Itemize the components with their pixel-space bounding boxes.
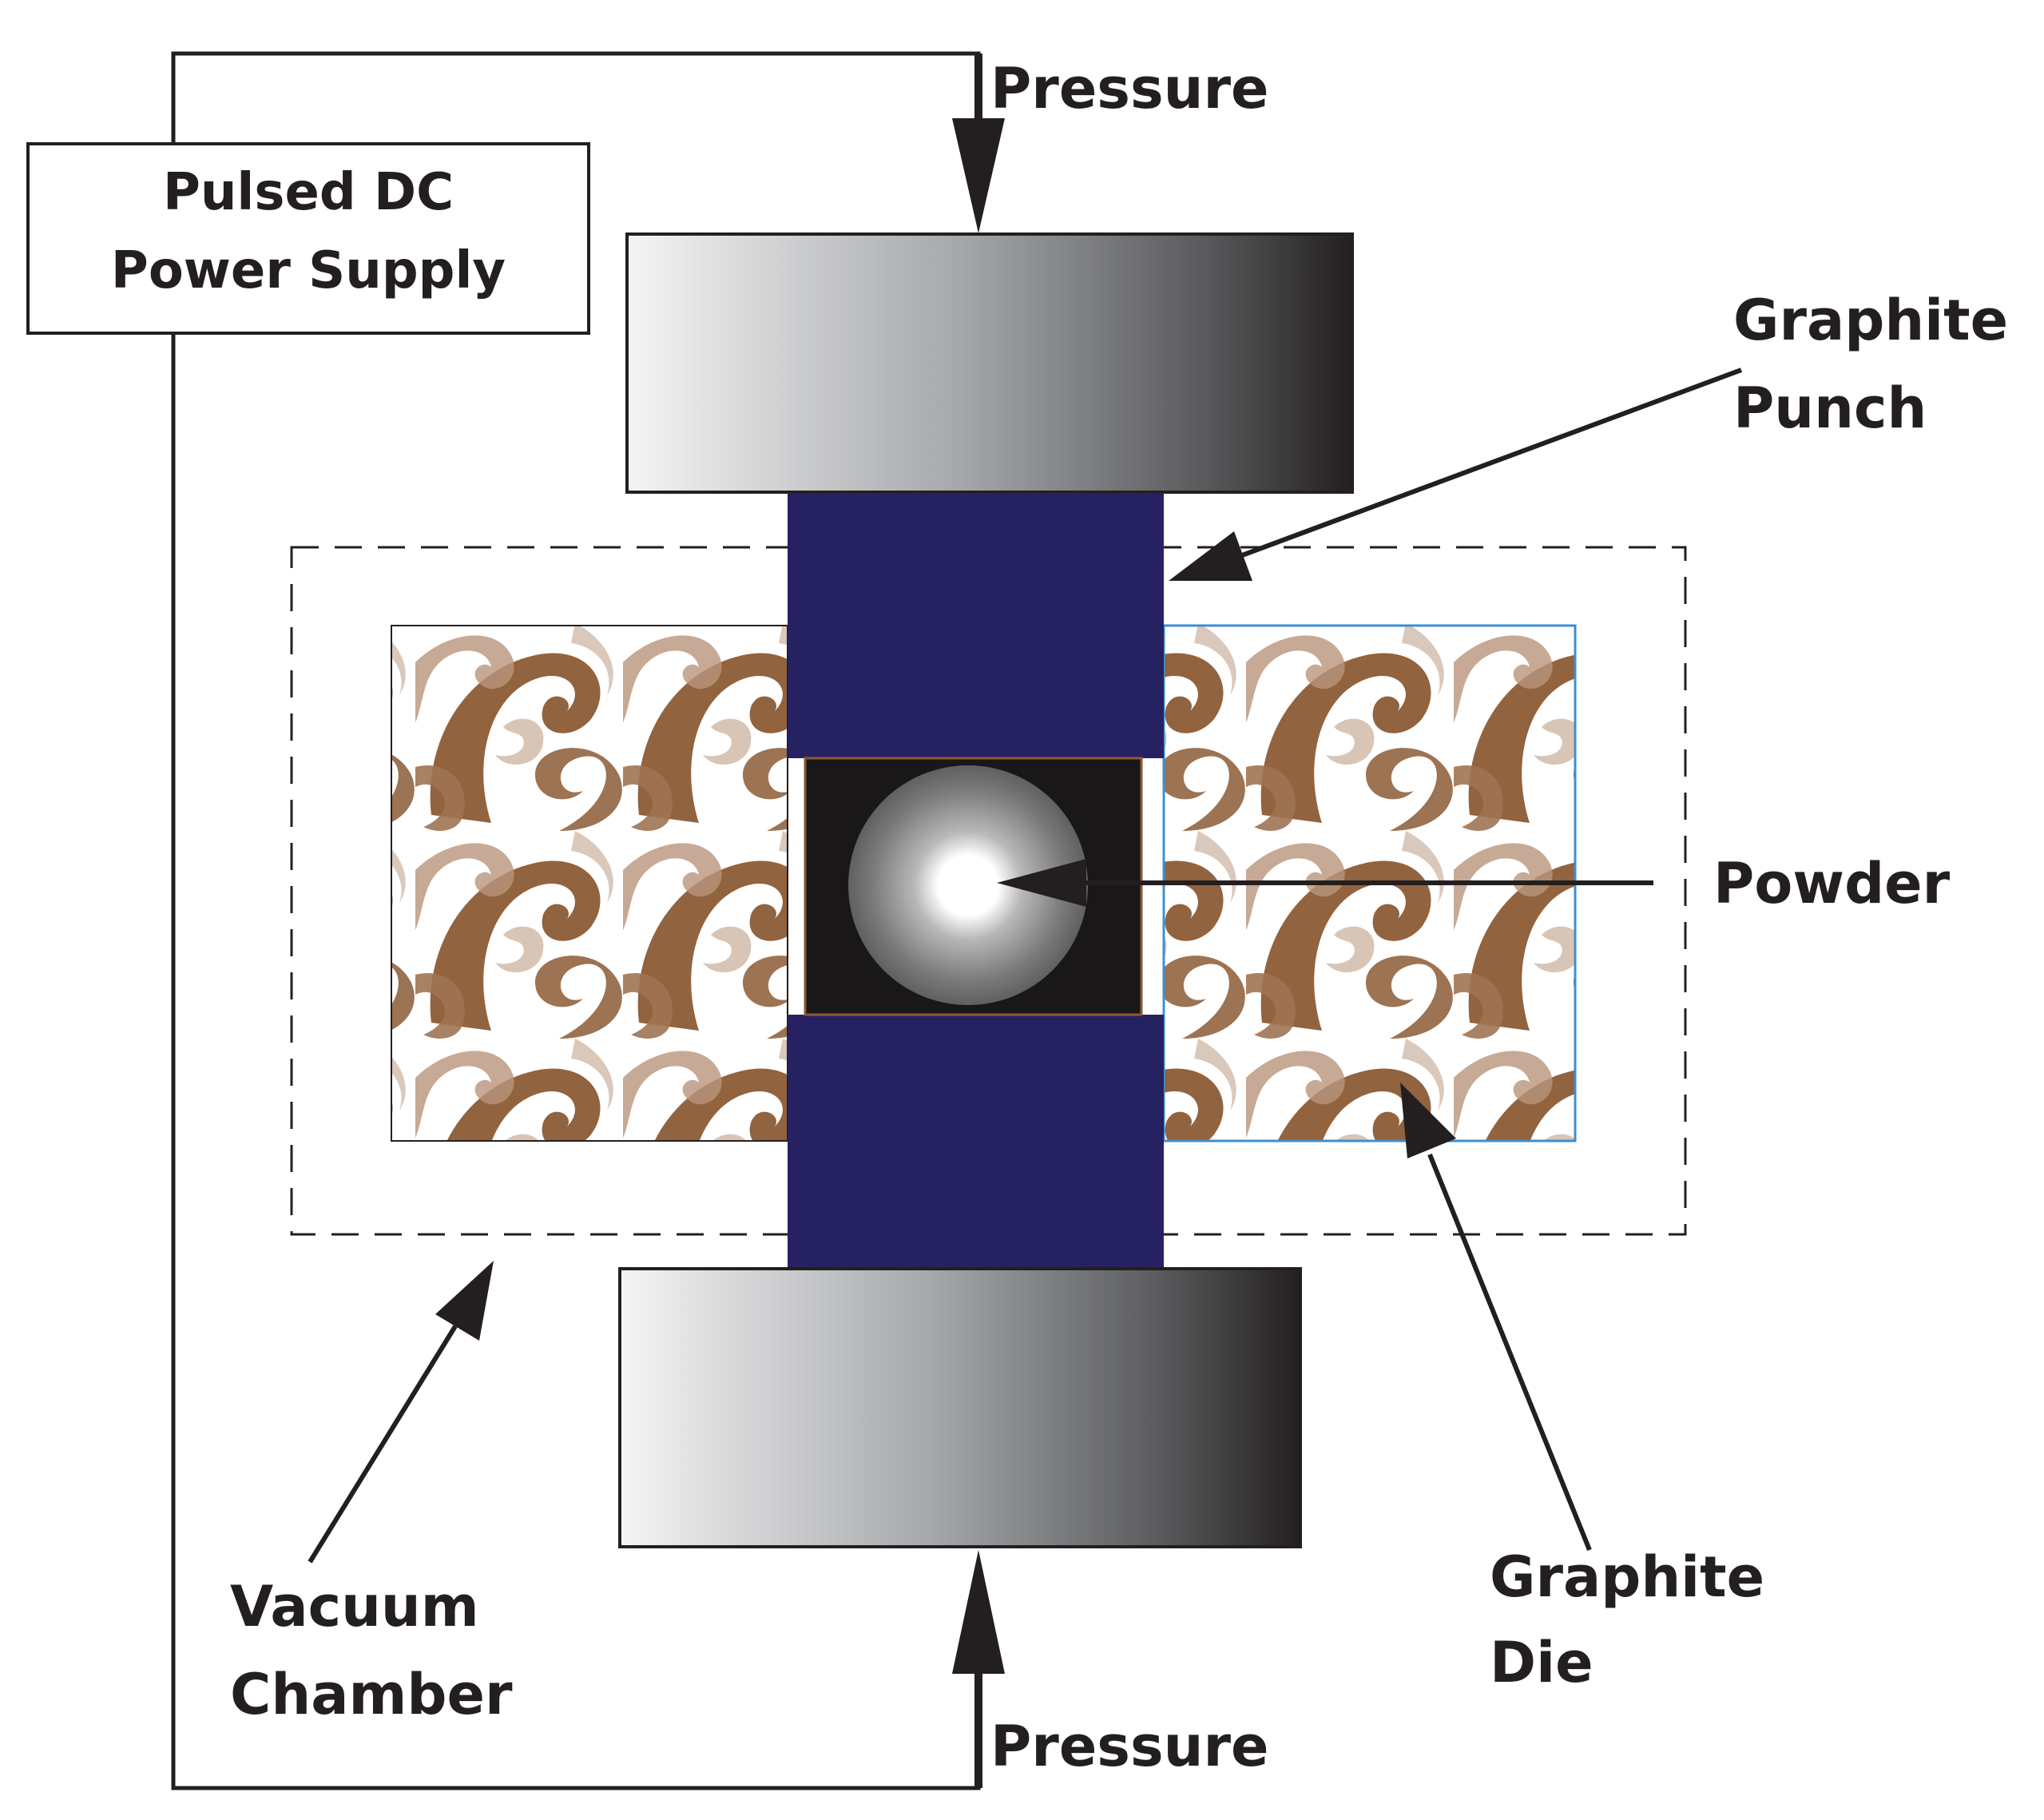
- graphite-punch-upper: [788, 493, 1164, 758]
- top-electrode: [625, 232, 1354, 494]
- powder-label: Powder: [1713, 851, 1951, 916]
- power-supply-line1: Pulsed DC: [163, 163, 454, 222]
- graphite-die-left: [391, 625, 788, 1142]
- powder-callout: Powder: [997, 851, 1951, 916]
- pressure-arrow-top: Pressure: [952, 54, 1268, 233]
- vacuum-chamber-label-line1: Vacuum: [230, 1574, 479, 1639]
- power-supply-line2: Power Supply: [111, 241, 506, 300]
- vacuum-chamber-label-line2: Chamber: [230, 1662, 513, 1727]
- graphite-die-callout: Graphite Die: [1400, 1083, 1764, 1695]
- graphite-die-label-line1: Graphite: [1490, 1544, 1764, 1610]
- graphite-punch-lower: [788, 1015, 1164, 1269]
- graphite-punch-label-line1: Graphite: [1733, 288, 2008, 353]
- powder-sphere: [848, 765, 1088, 1005]
- pressure-bottom-label: Pressure: [990, 1714, 1268, 1779]
- circuit-wire-top: [171, 51, 981, 144]
- power-supply-box: Pulsed DC Power Supply: [26, 142, 590, 335]
- pressure-top-label: Pressure: [990, 56, 1268, 121]
- vacuum-chamber-callout: Vacuum Chamber: [230, 1261, 513, 1727]
- graphite-punch-callout: Graphite Punch: [1169, 288, 2008, 581]
- graphite-punch-label-line2: Punch: [1733, 376, 1927, 441]
- graphite-die-label-line2: Die: [1490, 1630, 1594, 1695]
- bottom-electrode: [618, 1267, 1302, 1548]
- pressure-arrow-bottom: Pressure: [952, 1550, 1268, 1788]
